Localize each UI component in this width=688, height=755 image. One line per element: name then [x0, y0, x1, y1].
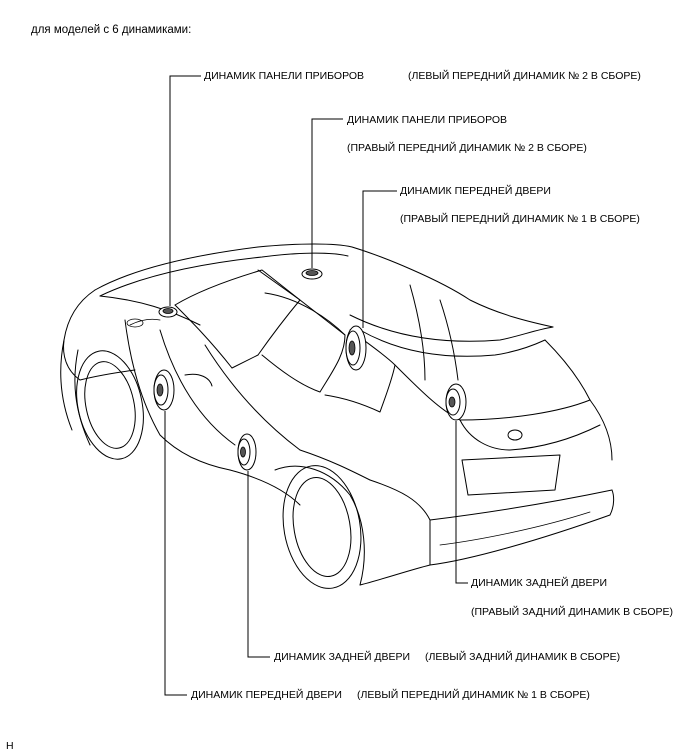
leader-lines	[164, 75, 468, 696]
left-instrument-panel-speaker-label: ДИНАМИК ПАНЕЛИ ПРИБОРОВ	[204, 70, 365, 82]
car-body-outline	[60, 243, 615, 589]
right-front-door-speaker-label: ДИНАМИК ПЕРЕДНЕЙ ДВЕРИ	[400, 185, 551, 197]
diagram-heading: для моделей с 6 динамиками:	[31, 24, 192, 36]
left-instrument-panel-speaker-assembly: (ЛЕВЫЙ ПЕРЕДНИЙ ДИНАМИК № 2 В СБОРЕ)	[408, 70, 641, 82]
right-rear-door-speaker-assembly: (ПРАВЫЙ ЗАДНИЙ ДИНАМИК В СБОРЕ)	[471, 606, 674, 618]
right-rear-door-speaker	[445, 383, 467, 421]
right-front-door-speaker-assembly: (ПРАВЫЙ ПЕРЕДНИЙ ДИНАМИК № 1 В СБОРЕ)	[400, 213, 640, 225]
left-front-door-speaker-assembly: (ЛЕВЫЙ ПЕРЕДНИЙ ДИНАМИК № 1 В СБОРЕ)	[357, 689, 590, 701]
right-instrument-panel-speaker-label: ДИНАМИК ПАНЕЛИ ПРИБОРОВ	[347, 114, 508, 126]
left-rear-door-speaker	[237, 433, 257, 471]
right-front-door-speaker	[345, 325, 367, 371]
right-instrument-panel-speaker-assembly: (ПРАВЫЙ ПЕРЕДНИЙ ДИНАМИК № 2 В СБОРЕ)	[347, 142, 587, 154]
left-front-door-speaker-label: ДИНАМИК ПЕРЕДНЕЙ ДВЕРИ	[191, 689, 342, 701]
left-rear-door-speaker-label: ДИНАМИК ЗАДНЕЙ ДВЕРИ	[274, 651, 411, 663]
left-instrument-panel-speaker	[158, 306, 178, 318]
figure-code: H	[6, 740, 14, 752]
right-instrument-panel-speaker	[301, 268, 323, 280]
left-front-door-speaker	[153, 369, 175, 411]
right-rear-door-speaker-label: ДИНАМИК ЗАДНЕЙ ДВЕРИ	[471, 577, 608, 589]
left-rear-door-speaker-assembly: (ЛЕВЫЙ ЗАДНИЙ ДИНАМИК В СБОРЕ)	[425, 651, 621, 663]
